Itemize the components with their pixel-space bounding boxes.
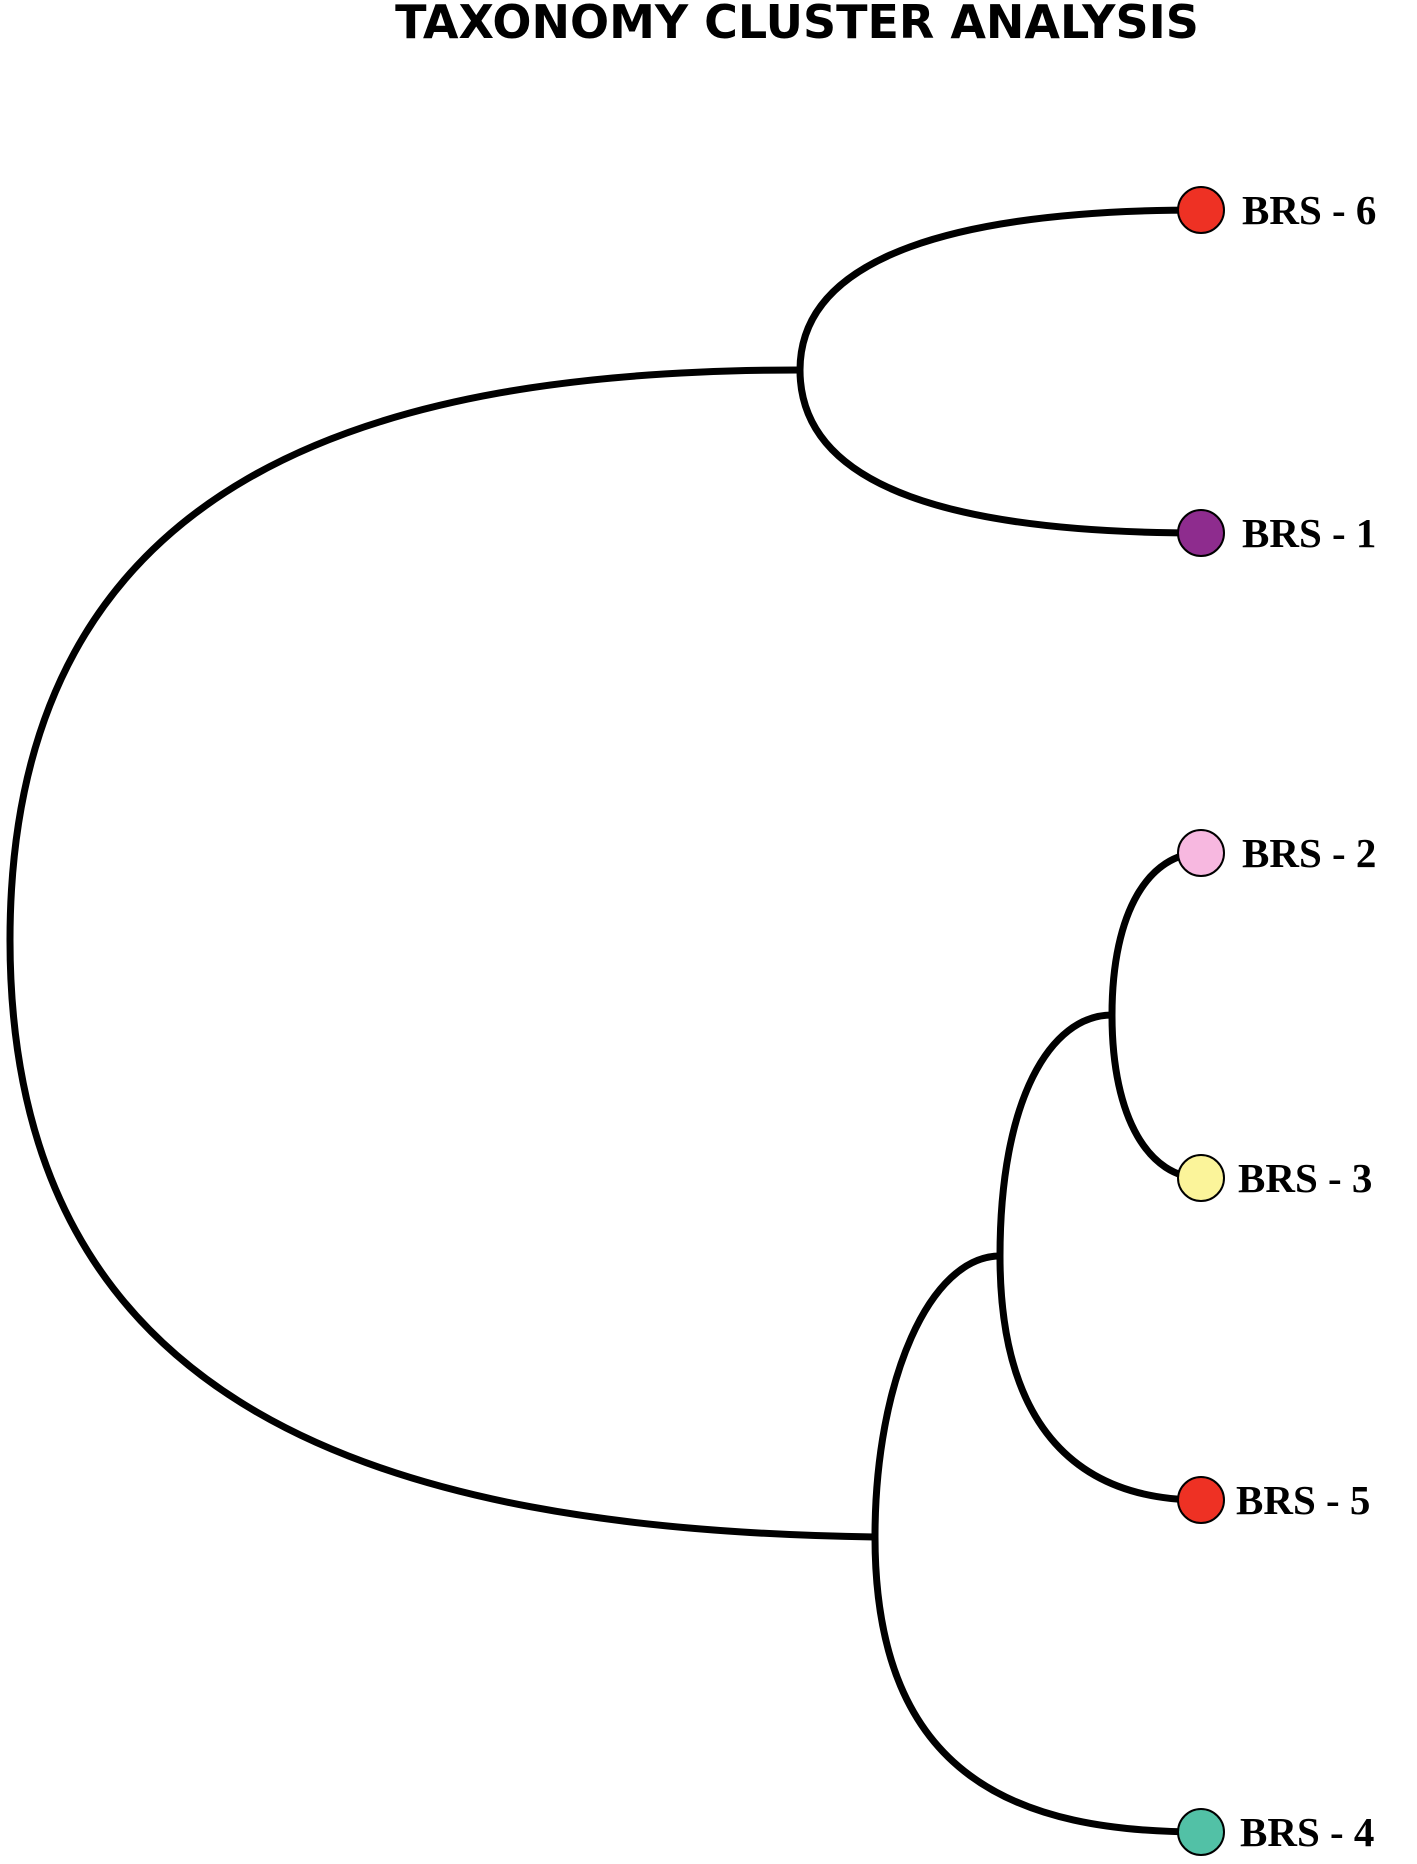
leaf-node-brs-3 xyxy=(1177,1154,1225,1202)
branch-root-to-cluster-b xyxy=(6,936,879,1541)
leaf-brs-3: BRS - 3 xyxy=(1177,1154,1372,1202)
leaf-brs-4: BRS - 4 xyxy=(1177,1808,1374,1856)
leaf-label-brs-6: BRS - 6 xyxy=(1242,187,1376,233)
leaf-node-brs-1 xyxy=(1177,509,1225,557)
leaf-label-brs-2: BRS - 2 xyxy=(1242,830,1376,876)
branch-cluster-d-to-brs-2 xyxy=(1108,849,1205,1019)
leaf-label-brs-3: BRS - 3 xyxy=(1238,1155,1372,1201)
branch-layer xyxy=(6,206,1205,1836)
leaf-node-brs-6 xyxy=(1177,186,1225,234)
leaf-brs-6: BRS - 6 xyxy=(1177,186,1376,234)
branch-cluster-b-to-brs-4 xyxy=(871,1533,1205,1836)
leaf-brs-2: BRS - 2 xyxy=(1177,829,1376,877)
branch-cluster-d-to-brs-3 xyxy=(1108,1011,1205,1182)
leaf-brs-5: BRS - 5 xyxy=(1177,1476,1370,1524)
branch-cluster-a-to-brs-1 xyxy=(796,366,1205,537)
leaf-node-brs-5 xyxy=(1177,1476,1225,1524)
leaf-label-brs-5: BRS - 5 xyxy=(1236,1477,1370,1523)
diagram-title: TAXONOMY CLUSTER ANALYSIS xyxy=(395,0,1199,49)
leaf-node-brs-2 xyxy=(1177,829,1225,877)
branch-root-to-cluster-a xyxy=(6,366,804,944)
leaf-brs-1: BRS - 1 xyxy=(1177,509,1376,557)
leaf-node-brs-4 xyxy=(1177,1808,1225,1856)
branch-cluster-c-to-cluster-d xyxy=(996,1011,1116,1260)
branch-cluster-b-to-cluster-c xyxy=(871,1252,1004,1541)
leaf-label-brs-4: BRS - 4 xyxy=(1240,1809,1374,1855)
branch-cluster-c-to-brs-5 xyxy=(996,1252,1205,1504)
leaf-label-brs-1: BRS - 1 xyxy=(1242,510,1376,556)
branch-cluster-a-to-brs-6 xyxy=(796,206,1205,374)
